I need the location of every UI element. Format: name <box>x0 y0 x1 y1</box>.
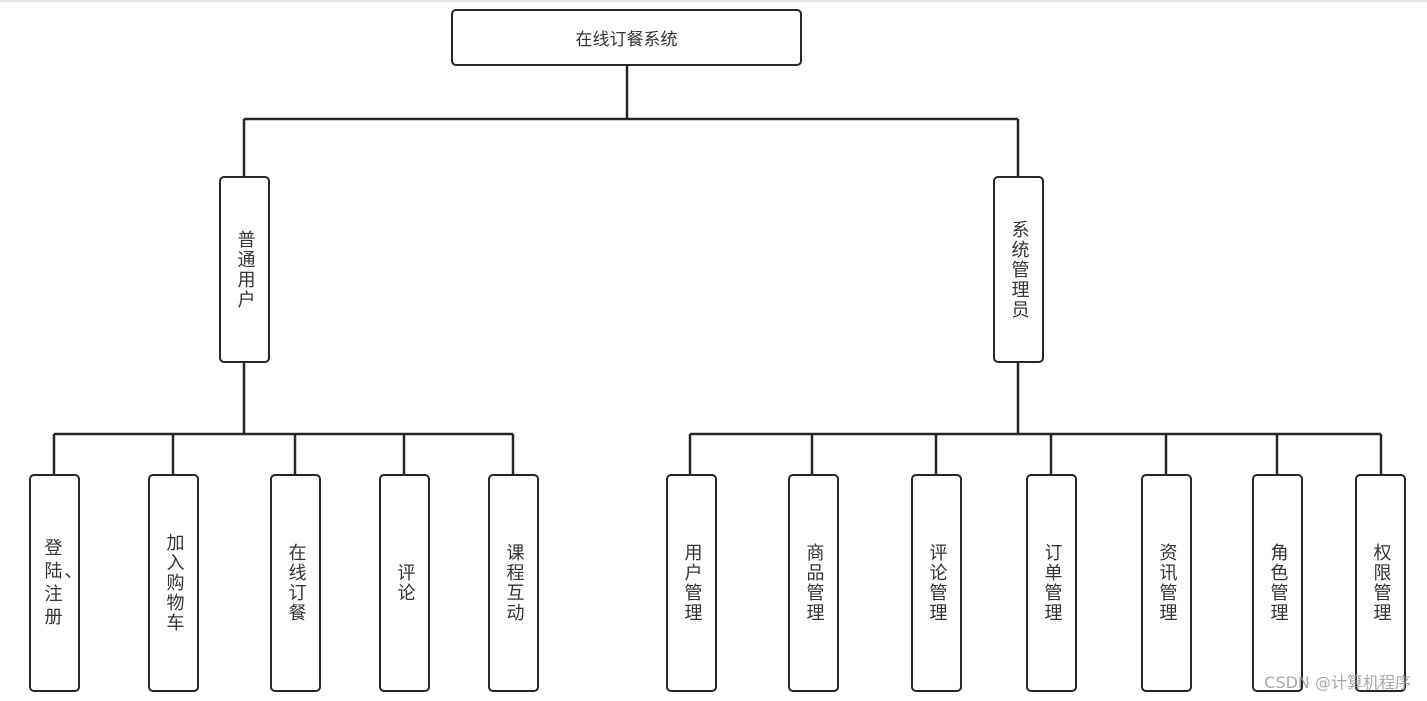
leaf-node-login-register: 登陆、注册 <box>29 474 85 692</box>
leaf-node-label: 商品管理 <box>803 543 825 623</box>
leaf-node-label: 课程互动 <box>503 543 525 623</box>
branch-node-system-admin: 系统管理员 <box>993 176 1044 363</box>
leaf-node-order-management: 订单管理 <box>1026 474 1077 692</box>
leaf-node-permission-management: 权限管理 <box>1355 474 1406 692</box>
leaf-node-user-management: 用户管理 <box>666 474 717 692</box>
leaf-node-label: 评论管理 <box>926 543 948 623</box>
top-border <box>0 0 1427 2</box>
leaf-node-add-to-cart: 加入购物车 <box>148 474 199 692</box>
leaf-node-label: 评论 <box>394 563 416 603</box>
leaf-node-label: 加入购物车 <box>163 533 185 633</box>
leaf-node-label: 权限管理 <box>1370 543 1392 623</box>
leaf-node-label: 角色管理 <box>1267 543 1289 623</box>
leaf-node-label: 资讯管理 <box>1156 543 1178 623</box>
watermark-text: CSDN @计算机程序 <box>1264 673 1411 692</box>
leaf-node-label: 在线订餐 <box>285 543 307 623</box>
leaf-node-news-management: 资讯管理 <box>1141 474 1192 692</box>
branch-node-label: 系统管理员 <box>1008 219 1030 320</box>
leaf-node-course-interaction: 课程互动 <box>488 474 539 692</box>
leaf-node-role-management: 角色管理 <box>1252 474 1303 692</box>
branch-node-regular-user: 普通用户 <box>219 176 270 363</box>
root-node: 在线订餐系统 <box>451 9 802 66</box>
leaf-node-comment: 评论 <box>379 474 430 692</box>
leaf-node-label: 登陆、注册 <box>44 538 85 628</box>
root-node-label: 在线订餐系统 <box>575 30 678 50</box>
leaf-node-comment-management: 评论管理 <box>911 474 962 692</box>
branch-node-label: 普通用户 <box>234 229 256 310</box>
leaf-node-label: 用户管理 <box>681 543 703 623</box>
leaf-node-online-order: 在线订餐 <box>270 474 321 692</box>
leaf-node-label: 订单管理 <box>1041 543 1063 623</box>
leaf-node-product-management: 商品管理 <box>788 474 839 692</box>
